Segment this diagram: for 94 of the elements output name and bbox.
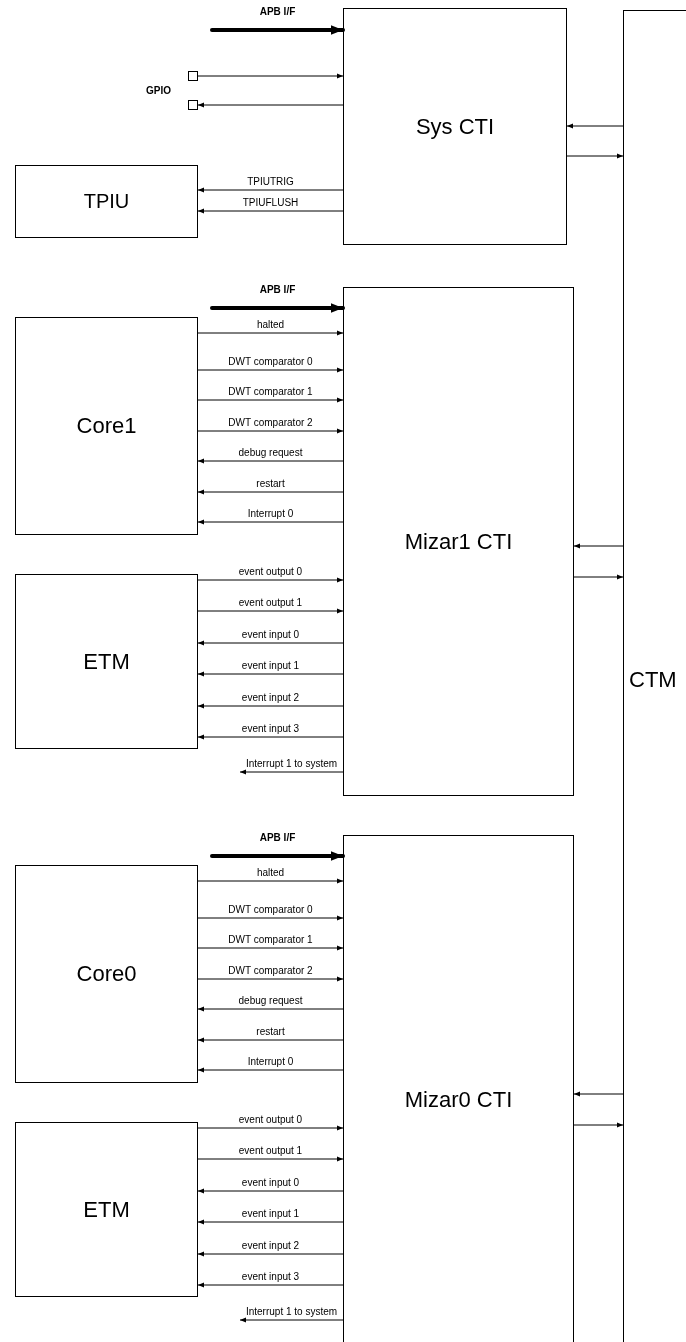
edge-label: TPIUFLUSH xyxy=(241,197,300,209)
block-label: Core0 xyxy=(76,960,137,988)
edge-label: Interrupt 0 xyxy=(246,1056,295,1068)
arrow xyxy=(197,1125,344,1131)
edge-label: APB I/F xyxy=(258,284,297,296)
arrow xyxy=(197,367,344,373)
arrow xyxy=(239,769,344,775)
edge-label: debug request xyxy=(237,995,304,1007)
edge-label: event output 0 xyxy=(237,566,304,578)
arrow xyxy=(197,519,344,525)
arrow xyxy=(197,1006,344,1012)
pin-square xyxy=(188,100,198,110)
edge-label: DWT comparator 2 xyxy=(227,417,314,429)
arrow xyxy=(197,73,344,79)
block-box xyxy=(343,287,574,796)
edge-label: Interrupt 1 to system xyxy=(244,1306,339,1318)
block-box xyxy=(15,317,198,535)
edge-label: event input 3 xyxy=(240,1271,301,1283)
edge-label: Interrupt 1 to system xyxy=(244,758,339,770)
edge-label: event input 1 xyxy=(240,1208,301,1220)
block-box xyxy=(343,8,567,245)
arrow xyxy=(197,1067,344,1073)
block-label: TPIU xyxy=(83,189,130,214)
block-box xyxy=(15,1122,198,1297)
arrow xyxy=(197,703,344,709)
arrow xyxy=(197,428,344,434)
arrow xyxy=(573,574,624,580)
arrow xyxy=(573,1091,624,1097)
arrow xyxy=(197,734,344,740)
arrow xyxy=(210,851,345,861)
arrow xyxy=(239,1317,344,1323)
arrow xyxy=(573,1122,624,1128)
arrow xyxy=(197,640,344,646)
edge-label: debug request xyxy=(237,447,304,459)
block-box xyxy=(15,574,198,749)
edge-label: event output 1 xyxy=(237,1145,304,1157)
edge-label: Interrupt 0 xyxy=(246,508,295,520)
edge-label: halted xyxy=(255,319,286,331)
arrow xyxy=(197,458,344,464)
block-label: ETM xyxy=(83,647,130,676)
arrow xyxy=(197,1188,344,1194)
edge-label: event input 2 xyxy=(240,692,301,704)
edge-label: TPIUTRIG xyxy=(246,176,295,188)
edge-label: restart xyxy=(255,1026,286,1038)
arrow xyxy=(197,1251,344,1257)
arrow xyxy=(197,489,344,495)
edge-label: event input 2 xyxy=(240,1240,301,1252)
pin-group-label: GPIO xyxy=(146,85,171,97)
block-box xyxy=(15,165,198,238)
edge-label: restart xyxy=(255,478,286,490)
arrow xyxy=(197,945,344,951)
block-box xyxy=(343,835,574,1342)
arrow xyxy=(197,1282,344,1288)
edge-label: APB I/F xyxy=(258,6,297,18)
arrow xyxy=(197,187,344,193)
block-label: ETM xyxy=(83,1195,130,1224)
arrow xyxy=(566,123,624,129)
edge-label: DWT comparator 0 xyxy=(227,356,314,368)
edge-label: event input 3 xyxy=(240,723,301,735)
edge-label: event output 1 xyxy=(237,597,304,609)
arrow xyxy=(197,397,344,403)
block-box xyxy=(15,865,198,1083)
edge-label: event input 1 xyxy=(240,660,301,672)
arrow xyxy=(210,303,345,313)
block-label: Mizar1 CTI xyxy=(404,527,513,556)
edge-label: event input 0 xyxy=(240,629,301,641)
edge-label: event output 0 xyxy=(237,1114,304,1126)
arrow xyxy=(197,976,344,982)
arrow xyxy=(197,102,344,108)
edge-label: DWT comparator 0 xyxy=(227,904,314,916)
arrow xyxy=(573,543,624,549)
arrow xyxy=(197,878,344,884)
edge-label: DWT comparator 2 xyxy=(227,965,314,977)
edge-label: event input 0 xyxy=(240,1177,301,1189)
block-label: Mizar0 CTI xyxy=(404,1086,513,1114)
pin-square xyxy=(188,71,198,81)
block-label: CTM xyxy=(629,666,677,694)
edge-label: DWT comparator 1 xyxy=(227,934,314,946)
edge-label: halted xyxy=(255,867,286,879)
arrow xyxy=(197,671,344,677)
edge-label: APB I/F xyxy=(258,832,297,844)
arrow xyxy=(197,1037,344,1043)
arrow xyxy=(210,25,345,35)
block-label: Sys CTI xyxy=(415,112,495,141)
edge-label: DWT comparator 1 xyxy=(227,386,314,398)
arrow xyxy=(566,153,624,159)
arrow xyxy=(197,1219,344,1225)
arrow xyxy=(197,330,344,336)
arrow xyxy=(197,915,344,921)
arrow xyxy=(197,1156,344,1162)
arrow xyxy=(197,608,344,614)
block-label: Core1 xyxy=(76,412,137,440)
arrow xyxy=(197,208,344,214)
arrow xyxy=(197,577,344,583)
